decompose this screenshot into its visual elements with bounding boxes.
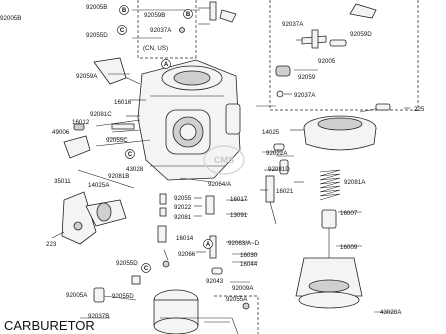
part-label: 92005 [318, 58, 336, 65]
hose-joint-part [329, 39, 347, 47]
bracket-part [219, 9, 237, 23]
drain-fitting [80, 275, 141, 319]
diagram-title: CARBURETOR [4, 318, 95, 333]
jet-part-1 [159, 193, 167, 205]
clamp-part [179, 27, 185, 33]
part-label: 14025A [88, 182, 110, 189]
variant-box-cn-us: (CN, US) [137, 0, 237, 59]
watermark-stamp: CMS [203, 145, 245, 175]
vacuum-piston [295, 209, 363, 309]
jet-needle-part [265, 175, 275, 203]
svg-text:B: B [122, 8, 127, 14]
carburetor-body [93, 57, 241, 181]
part-label: 92081D [268, 166, 290, 173]
part-label: 92037A [294, 92, 316, 99]
part-label: 92037A [150, 27, 172, 34]
svg-text:B: B [186, 12, 191, 18]
part-label: 92055A [226, 296, 248, 303]
throttle-bracket [51, 191, 127, 245]
part-label: 16021 [276, 188, 294, 195]
part-label: 92064/A [208, 181, 232, 188]
vent-hose-part [349, 3, 377, 19]
jet-part-2 [159, 207, 167, 217]
watermark-text: CMS [214, 155, 234, 165]
part-label: 16007 [340, 210, 358, 217]
part-label: 92005A [66, 292, 88, 299]
callout-c-2: C [125, 149, 135, 159]
part-label: 16030 [240, 252, 258, 259]
part-label: 92081B [108, 173, 129, 180]
part-label: 223 [46, 241, 57, 248]
variant-note: (CN, US) [143, 45, 168, 52]
part-labels: 92005B 92005B 92055D 92059B 92037A 92059… [0, 4, 425, 320]
throttle-cable-holder [63, 135, 91, 159]
part-label: 43028A [380, 309, 402, 316]
hose-assembly-box [269, 0, 419, 111]
callout-a-bottom: A [203, 239, 213, 249]
needle-jet-part [205, 195, 215, 215]
part-label: 92009A [232, 285, 254, 292]
part-label: 92043 [206, 278, 224, 285]
part-label: 92081 [174, 214, 192, 221]
part-label: 92059B [144, 12, 165, 19]
part-label: 16016 [114, 99, 132, 106]
hose-part [275, 65, 291, 77]
callout-markers: A B B C C A C [117, 5, 213, 273]
svg-text:A: A [206, 242, 211, 248]
hose-clip-part [276, 90, 284, 98]
part-label: 92066 [178, 251, 196, 258]
part-label: 43028 [126, 166, 144, 173]
part-label: 35011 [54, 178, 71, 185]
part-label: 92022A [266, 150, 288, 157]
part-label: 92055D [112, 293, 134, 300]
svg-text:C: C [144, 266, 149, 272]
callout-a-top: A [161, 59, 171, 69]
part-label: 225 [414, 106, 425, 113]
inlet-hose-part [93, 57, 127, 85]
callout-b-2: B [183, 9, 193, 19]
part-label: 92055D [86, 32, 108, 39]
part-label: 16012 [72, 119, 90, 126]
part-label: 92059D [350, 31, 372, 38]
svg-text:C: C [128, 152, 133, 158]
part-label: 92005B [0, 15, 21, 22]
part-label: 92081C [90, 111, 112, 118]
callout-c-3: C [141, 263, 151, 273]
left-side-parts [63, 119, 151, 159]
part-label: 14025 [262, 129, 280, 136]
part-label: 92055 [174, 195, 192, 202]
svg-text:A: A [164, 62, 169, 68]
screw-part [111, 123, 135, 130]
pilot-screw-part [157, 225, 167, 243]
part-label: 92022 [174, 204, 192, 211]
part-label: 16044 [240, 261, 258, 268]
part-label: 92063/A~D [228, 240, 260, 247]
callout-b-1: B [119, 5, 129, 15]
part-label: 92037A [282, 21, 304, 28]
part-label: 49006 [52, 129, 70, 136]
part-label: 92059A [76, 73, 98, 80]
jet-parts [157, 143, 289, 268]
float-chamber [153, 289, 239, 334]
diaphragm-cover [303, 103, 391, 151]
part-label: 16009 [340, 244, 358, 251]
part-label: 16014 [176, 235, 194, 242]
svg-text:C: C [120, 28, 125, 34]
part-label: 92055C [106, 137, 128, 144]
part-label: 92037B [88, 313, 109, 320]
spring-part [319, 169, 341, 201]
part-label: 92005B [86, 4, 107, 11]
part-label: 13091 [230, 212, 248, 219]
part-label: 92055D [116, 260, 138, 267]
t-fitting-stem [311, 29, 319, 49]
part-label: 92081A [344, 179, 366, 186]
part-label: 92059 [298, 74, 316, 81]
callout-c-1: C [117, 25, 127, 35]
vent-tube-part [209, 1, 217, 21]
part-label: 16017 [230, 196, 248, 203]
